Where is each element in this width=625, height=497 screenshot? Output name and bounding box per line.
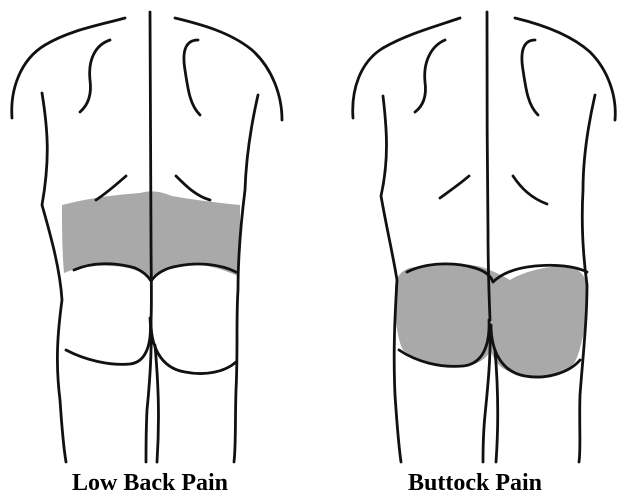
left-buttock-outline [66, 318, 150, 364]
inner-thigh-line [155, 345, 158, 462]
back-outline-drawing [325, 0, 625, 470]
buttock-pain-figure: Buttock Pain [325, 0, 625, 497]
right-flank-outline [234, 95, 258, 462]
left-scapula-outline [80, 40, 110, 112]
right-scapula-outline [522, 40, 538, 115]
right-shoulder-outline [175, 18, 282, 120]
caption-buttock-pain: Buttock Pain [325, 470, 625, 496]
left-shoulder-outline [12, 18, 125, 118]
left-shoulder-outline [353, 18, 460, 118]
left-rib-crease [440, 176, 469, 198]
low-back-pain-figure: Low Back Pain [0, 0, 300, 497]
left-scapula-outline [415, 40, 445, 112]
spine-line [150, 12, 151, 320]
right-rib-crease [513, 176, 547, 204]
inner-thigh-line [495, 350, 498, 462]
right-buttock-outline [151, 318, 236, 374]
left-flank-outline [381, 96, 401, 462]
right-rib-crease [176, 176, 210, 200]
caption-low-back-pain: Low Back Pain [0, 470, 300, 496]
right-scapula-outline [184, 40, 200, 115]
left-flank-outline [42, 93, 66, 462]
back-outline-drawing [0, 0, 300, 470]
